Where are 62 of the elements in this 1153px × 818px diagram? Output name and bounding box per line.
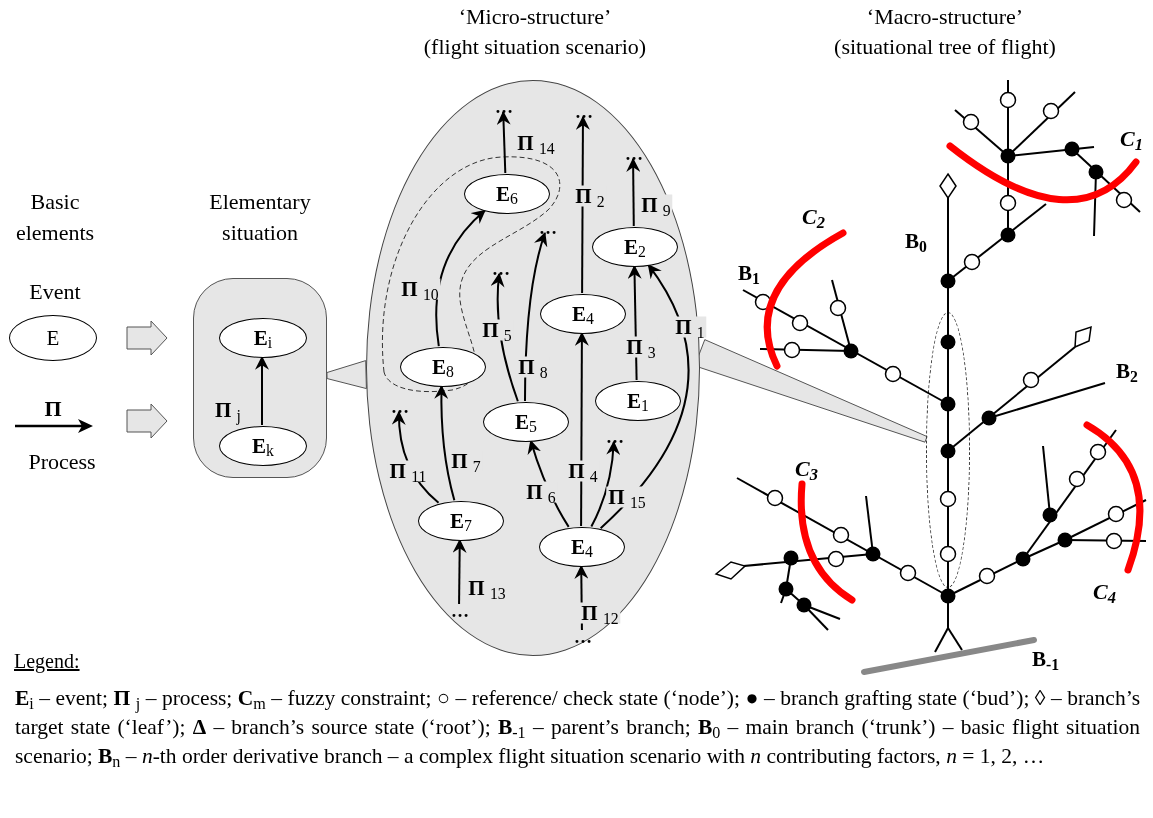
block-arrow: [126, 320, 168, 356]
text-label: (situational tree of flight): [834, 34, 1056, 59]
text-label: B$_{-1}$: [1032, 647, 1060, 671]
edge-label: Π $_{9}$: [639, 194, 673, 216]
text-label: C$_{3}$: [795, 456, 818, 481]
edge-label: Π $_{15}$: [606, 486, 648, 508]
event-ellipse: E$_{6}$: [464, 174, 550, 214]
process-arrow: [435, 209, 486, 348]
text-label: ‘Macro-structure’: [866, 4, 1024, 29]
text-label: (flight situation scenario): [423, 34, 647, 59]
edge-label: Π $_{1}$: [673, 316, 707, 338]
text-label: Elementary situation: [209, 189, 311, 245]
edge-label: Π $_{4}$: [566, 460, 600, 482]
process-arrow: [575, 115, 590, 294]
event-ellipse: E$_{8}$: [400, 347, 486, 387]
text-label: C$_{1}$: [1120, 126, 1143, 151]
process-arrow: [590, 440, 621, 528]
edge-label: Π $_{8}$: [516, 356, 550, 378]
process-arrow: [496, 110, 511, 174]
continuation-dots: …: [604, 431, 626, 443]
event-ellipse: E$_{7}$: [418, 501, 504, 541]
event-ellipse: E: [9, 315, 97, 361]
event-ellipse: E$_{2}$: [592, 227, 678, 267]
text-label: C$_{4}$: [1093, 579, 1116, 604]
process-arrow: [524, 231, 548, 402]
legend-heading: E$_{i}$ – event; Π $_{j}$ – process; C$_{m}$ – fuzzy constraint; ○ – reference/ check state (‘node’); ● – branch grafting state (‘bud’); ◊ – branch’s target state (‘leaf’); Δ – branch’s source state (‘root’); B$_{-1}$ – parent’s branch; B$_{0}$ – main branch (‘trunk’) – basic flight situation scenario; B$_{n}$ – n-th order derivative branch – a complex flight situation scenario with n contributing factors, n = 1, 2, …: [15, 686, 1140, 768]
event-ellipse: E$_{i}$: [219, 318, 307, 358]
edge-label: Π $_{6}$: [524, 481, 558, 503]
event-ellipse: E$_{4}$: [540, 294, 626, 334]
edge-label: Π $_{3}$: [624, 336, 658, 358]
text-label: Process: [28, 449, 96, 474]
text-label: Legend:: [14, 650, 80, 672]
edge-label: Π $_{2}$: [573, 185, 607, 207]
text-label: B$_{1}$: [738, 261, 760, 285]
continuation-dots: …: [389, 401, 411, 413]
event-ellipse: E$_{5}$: [483, 402, 569, 442]
event-ellipse: E$_{1}$: [595, 381, 681, 421]
block-arrow: [126, 403, 168, 439]
process-arrow: [574, 331, 589, 527]
continuation-dots: …: [490, 263, 512, 275]
callout-wedge: [326, 360, 367, 390]
edge-label: Π $_{12}$: [579, 602, 621, 624]
text-label: B$_{2}$: [1116, 359, 1138, 383]
text-label: Basic elements: [15, 189, 95, 245]
text-label: C$_{2}$: [802, 204, 825, 229]
event-ellipse: E$_{k}$: [219, 426, 307, 466]
process-arrow: [452, 538, 467, 605]
text-label: B$_{0}$: [905, 229, 927, 253]
continuation-dots: …: [537, 222, 559, 234]
continuation-dots: …: [449, 605, 471, 617]
process-arrow: [434, 384, 456, 502]
text-label: Event: [29, 279, 81, 304]
edge-label: Π $_{5}$: [480, 319, 514, 341]
edge-label: Π $_{10}$: [399, 278, 441, 300]
text-label: ‘Micro-structure’: [458, 4, 612, 29]
event-ellipse: E$_{4}$: [539, 527, 625, 567]
process-arrow: [626, 157, 641, 227]
text-label: Π: [44, 396, 62, 421]
continuation-dots: …: [572, 631, 594, 643]
situation-container: [193, 278, 327, 478]
edge-label: Π $_{11}$: [387, 460, 429, 482]
process-arrow: [255, 355, 269, 426]
